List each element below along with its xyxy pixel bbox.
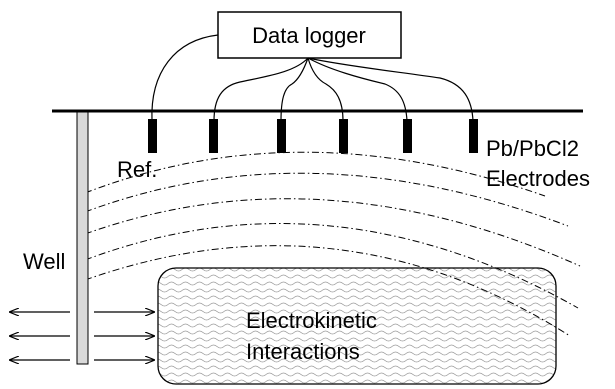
ref-label: Ref.: [117, 157, 157, 182]
cable-3: [307, 57, 344, 122]
electrode-ref: [148, 119, 157, 153]
equipotential-arcs: [84, 151, 581, 337]
cable-5: [307, 57, 474, 122]
electrode-5: [469, 119, 478, 153]
well-casing: [76, 110, 89, 365]
flow-arrows: [10, 312, 154, 360]
data-logger: Data logger: [217, 11, 402, 59]
cable-1: [213, 57, 309, 122]
electrodes-label-line1: Pb/PbCl2: [486, 136, 579, 161]
zone-label-line2: Interactions: [246, 339, 360, 364]
equipotential-arc-1: [84, 151, 546, 197]
electrodes: [148, 119, 478, 153]
well: Well: [23, 110, 89, 365]
electrode-3: [339, 119, 348, 153]
data-logger-box: [217, 11, 402, 59]
data-logger-label: Data logger: [252, 23, 366, 48]
logger-cables: [151, 34, 474, 122]
cable-ref: [151, 34, 219, 122]
electrodes-label-line2: Electrodes: [486, 166, 590, 191]
electrokinetic-zone: Electrokinetic Interactions: [157, 267, 557, 385]
equipotential-arc-3: [84, 198, 581, 267]
cable-4: [307, 57, 408, 122]
electrode-1: [209, 119, 218, 153]
equipotential-arc-4: [84, 223, 579, 309]
equipotential-arc-2: [84, 172, 569, 227]
well-label: Well: [23, 249, 65, 274]
cable-2: [280, 57, 309, 122]
electrode-2: [277, 119, 286, 153]
equipotential-arc-5: [84, 245, 571, 337]
electrode-4: [403, 119, 412, 153]
electrokinetic-zone-box: [157, 267, 557, 385]
zone-label-line1: Electrokinetic: [246, 308, 377, 333]
